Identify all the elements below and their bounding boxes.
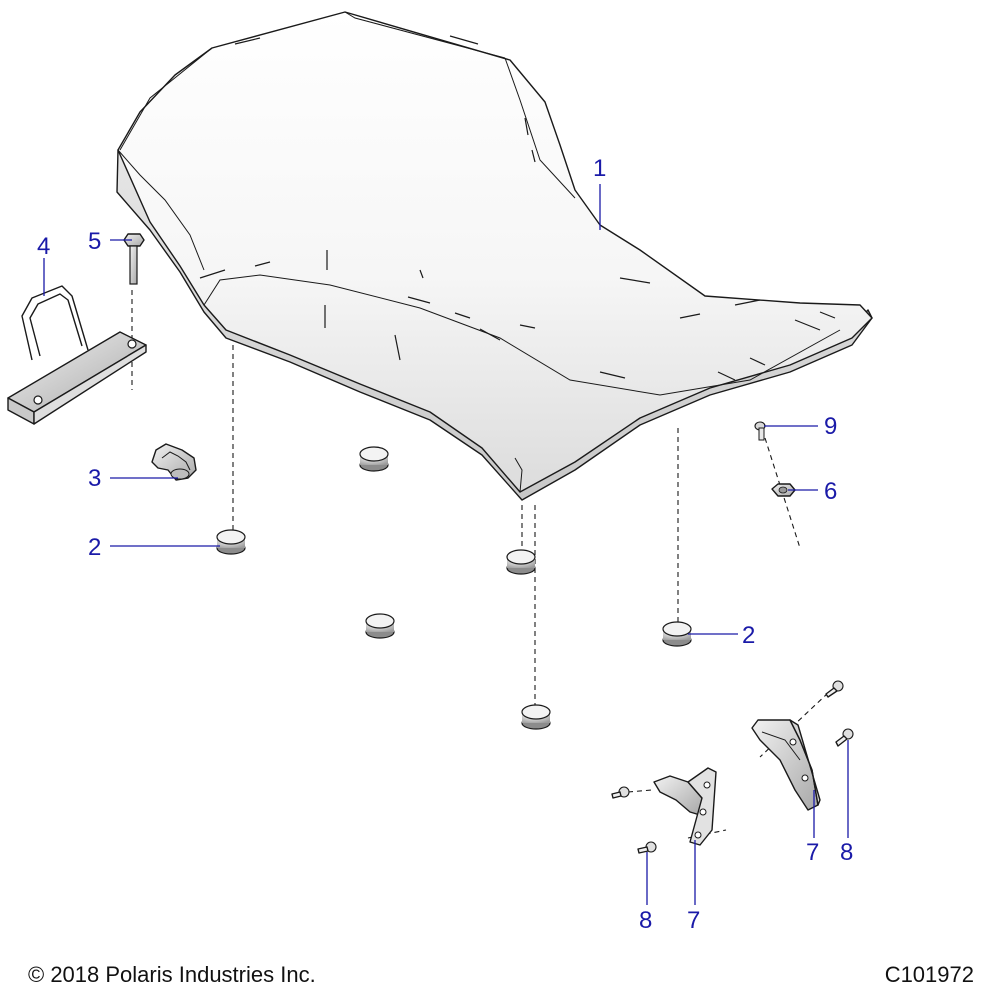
leader-lines — [43, 184, 849, 905]
bumper-lower-middle — [365, 613, 395, 639]
bracket-right — [751, 719, 821, 811]
callout-bumper-right: 2 — [742, 622, 755, 649]
pin — [754, 421, 766, 441]
clip — [151, 443, 197, 481]
callout-bumper-left: 2 — [88, 534, 101, 561]
callout-bracket-right: 7 — [806, 839, 819, 866]
screw-bottom — [637, 841, 657, 854]
callout-seat: 1 — [593, 155, 606, 182]
callout-bolt: 5 — [88, 228, 101, 255]
callout-hook-bracket: 4 — [37, 233, 50, 260]
screw-right — [835, 728, 854, 747]
bracket-bottom — [653, 767, 717, 846]
screw-top-right — [825, 680, 844, 698]
callout-screw-bottom: 8 — [639, 907, 652, 934]
seat — [116, 11, 873, 501]
bumper-bottom — [521, 704, 551, 730]
copyright-notice: © 2018 Polaris Industries Inc. — [28, 962, 316, 987]
bumper-left — [216, 529, 246, 555]
bumper-center — [506, 549, 536, 575]
drawing-number: C101972 — [884, 962, 974, 987]
callout-nut: 6 — [824, 478, 837, 505]
bolt — [123, 233, 145, 285]
callout-pin: 9 — [824, 413, 837, 440]
screw-left — [611, 786, 630, 799]
callout-clip: 3 — [88, 465, 101, 492]
bumper-upper-middle — [359, 446, 389, 472]
bumper-right — [662, 621, 692, 647]
callout-bracket-bottom: 7 — [687, 907, 700, 934]
callout-screw-right: 8 — [840, 839, 853, 866]
hook-bracket — [7, 285, 147, 425]
rubber-bumpers — [216, 446, 692, 730]
callout-labels: 1 4 5 3 2 2 9 6 7 8 8 7 — [37, 155, 853, 934]
